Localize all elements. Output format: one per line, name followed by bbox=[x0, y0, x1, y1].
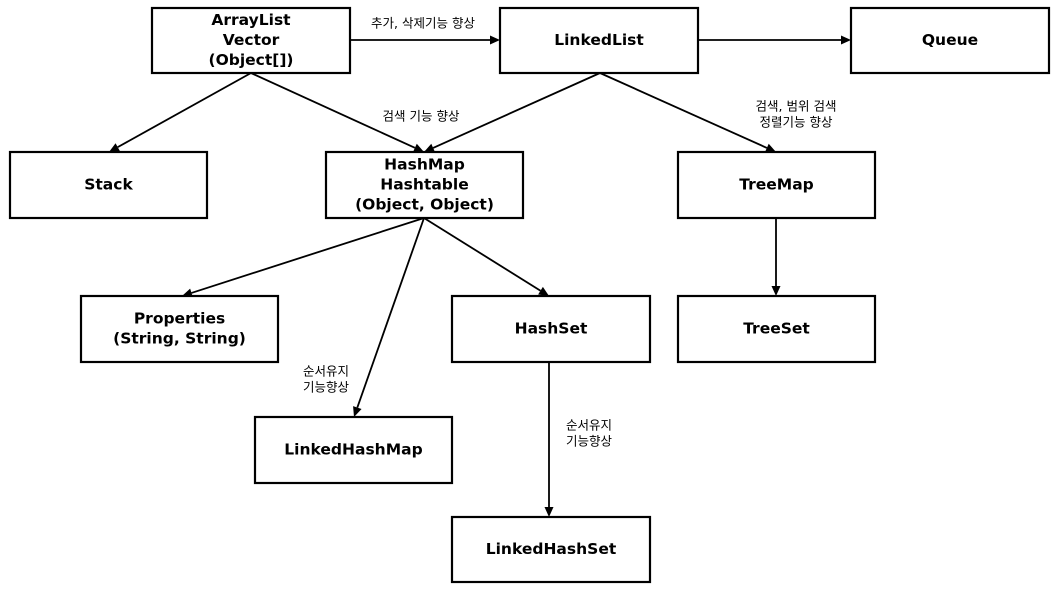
edge-line bbox=[250, 72, 416, 149]
node-box bbox=[498, 6, 700, 75]
edge-label: 순서유지 bbox=[303, 364, 349, 379]
arrowhead-icon bbox=[353, 406, 362, 417]
node-label: LinkedHashMap bbox=[284, 441, 422, 459]
node-label: Vector bbox=[223, 31, 280, 49]
node-box bbox=[150, 6, 352, 75]
node-linkedlist: LinkedList bbox=[498, 6, 700, 75]
node-stack: Stack bbox=[8, 150, 209, 220]
edge-linkedlist-to-queue bbox=[698, 35, 851, 45]
edge-linkedlist-to-hashmap bbox=[424, 72, 601, 153]
edge-label: 추가, 삭제기능 향상 bbox=[371, 16, 475, 31]
edge-label: 검색 기능 향상 bbox=[383, 109, 460, 124]
node-box bbox=[324, 150, 525, 220]
edge-arraylist-to-stack bbox=[109, 72, 252, 152]
edge-label: 순서유지 bbox=[566, 418, 612, 433]
edge-label: 기능향상 bbox=[303, 380, 350, 395]
node-label: (Object, Object) bbox=[355, 196, 494, 214]
arrowhead-icon bbox=[490, 35, 500, 45]
node-label: Queue bbox=[922, 31, 978, 49]
arrowhead-icon bbox=[413, 143, 424, 152]
edge-treemap-to-treeset bbox=[771, 218, 781, 296]
node-label: (Object[]) bbox=[208, 51, 293, 69]
arrowhead-icon bbox=[544, 507, 554, 517]
edge-hashmap-to-hashset bbox=[423, 217, 549, 296]
node-label: LinkedList bbox=[554, 31, 644, 49]
edge-arraylist-to-hashmap: 검색 기능 향상 bbox=[250, 72, 460, 152]
node-treeset: TreeSet bbox=[676, 294, 877, 364]
arrowhead-icon bbox=[841, 35, 851, 45]
node-label: TreeMap bbox=[739, 176, 814, 194]
arrowhead-icon bbox=[771, 286, 781, 296]
node-linkedhashset: LinkedHashSet bbox=[450, 515, 652, 584]
arrowhead-icon bbox=[538, 286, 549, 296]
edge-hashmap-to-properties bbox=[182, 217, 425, 298]
edge-label: 검색, 범위 검색 bbox=[756, 99, 837, 114]
node-label: HashMap bbox=[384, 156, 465, 174]
node-label: Stack bbox=[84, 176, 133, 194]
node-label: (String, String) bbox=[113, 330, 246, 348]
node-box bbox=[676, 150, 877, 220]
node-linkedhashmap: LinkedHashMap bbox=[253, 415, 454, 485]
node-box bbox=[8, 150, 209, 220]
node-queue: Queue bbox=[849, 6, 1051, 75]
node-label: HashSet bbox=[515, 320, 588, 338]
edge-line bbox=[599, 72, 768, 149]
edge-line bbox=[191, 217, 425, 294]
node-box bbox=[849, 6, 1051, 75]
edge-arraylist-to-linkedlist: 추가, 삭제기능 향상 bbox=[350, 16, 500, 45]
node-box bbox=[79, 294, 280, 364]
node-label: TreeSet bbox=[743, 320, 810, 338]
arrowhead-icon bbox=[109, 143, 120, 152]
arrowhead-icon bbox=[765, 143, 776, 153]
node-box bbox=[253, 415, 454, 485]
node-hashset: HashSet bbox=[450, 294, 652, 364]
node-label: ArrayList bbox=[211, 11, 291, 29]
edge-line bbox=[117, 72, 252, 148]
node-label: Properties bbox=[134, 310, 225, 328]
edge-label: 정렬기능 향상 bbox=[760, 115, 833, 130]
node-box bbox=[676, 294, 877, 364]
node-label: Hashtable bbox=[380, 176, 468, 194]
edge-label: 기능향상 bbox=[566, 434, 613, 449]
arrowhead-icon bbox=[424, 143, 435, 153]
node-box bbox=[450, 294, 652, 364]
edge-line bbox=[356, 217, 425, 408]
node-label: LinkedHashSet bbox=[486, 540, 617, 558]
node-treemap: TreeMap bbox=[676, 150, 877, 220]
edge-line bbox=[423, 217, 541, 292]
edge-line bbox=[432, 72, 601, 149]
node-box bbox=[450, 515, 652, 584]
node-properties: Properties (String, String) bbox=[79, 294, 280, 364]
